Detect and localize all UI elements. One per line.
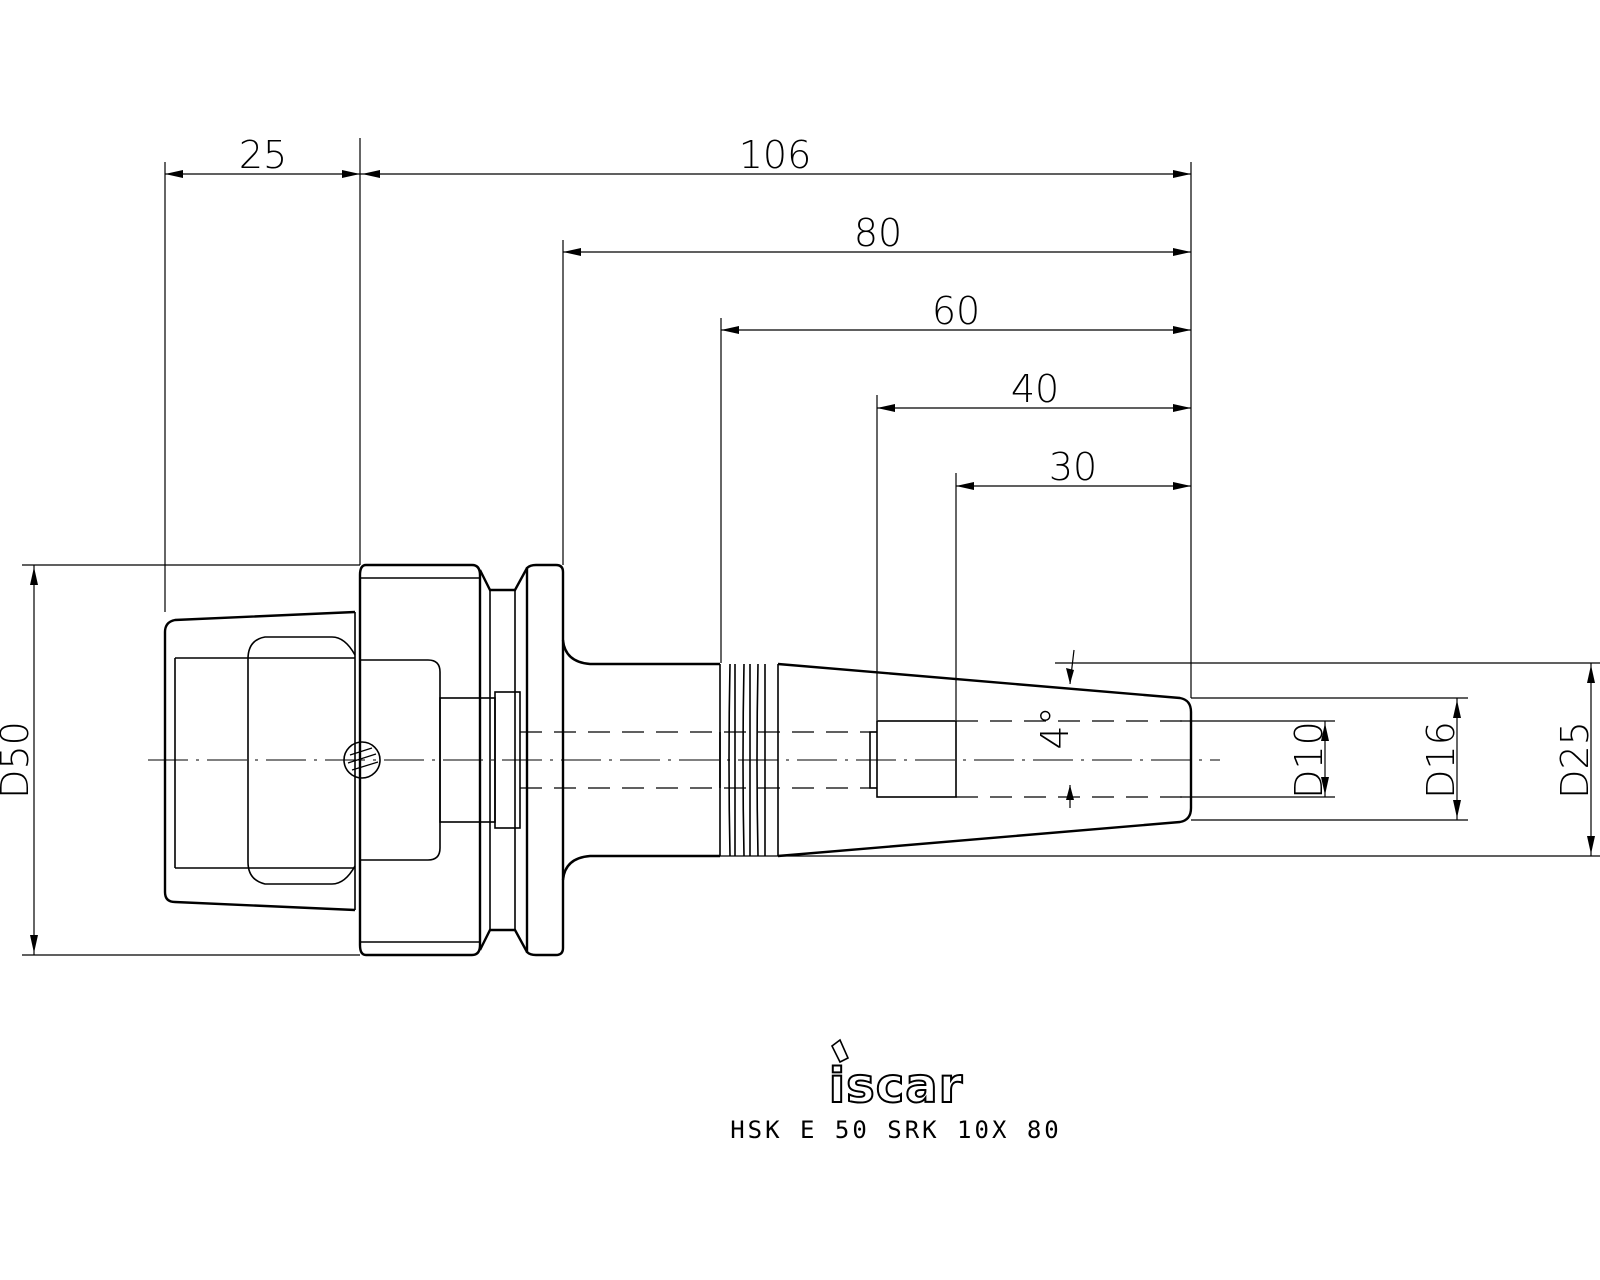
dim-80: 80 <box>854 211 902 255</box>
dim-106: 106 <box>739 133 812 177</box>
dim-40: 40 <box>1011 367 1059 411</box>
horizontal-dimensions: 25 106 80 60 40 30 <box>164 133 1192 720</box>
angle-annotation: 4° <box>1033 649 1077 808</box>
dim-d10: D10 <box>1287 721 1331 799</box>
dim-d50: D50 <box>0 721 37 799</box>
dim-25: 25 <box>239 133 287 177</box>
dim-d16: D16 <box>1419 721 1463 799</box>
angle-4deg: 4° <box>1033 706 1077 749</box>
brand-logo: iscar <box>828 1038 964 1115</box>
tool-holder-outline <box>148 563 1220 957</box>
dim-30: 30 <box>1049 445 1097 489</box>
dim-60: 60 <box>932 289 980 333</box>
diameter-right: D25 D16 D10 <box>720 662 1600 857</box>
part-caption: HSK E 50 SRK 10X 80 <box>730 1116 1062 1144</box>
diameter-d50: D50 <box>0 564 360 956</box>
dim-d25: D25 <box>1553 721 1597 799</box>
logo-text: iscar <box>829 1058 964 1114</box>
